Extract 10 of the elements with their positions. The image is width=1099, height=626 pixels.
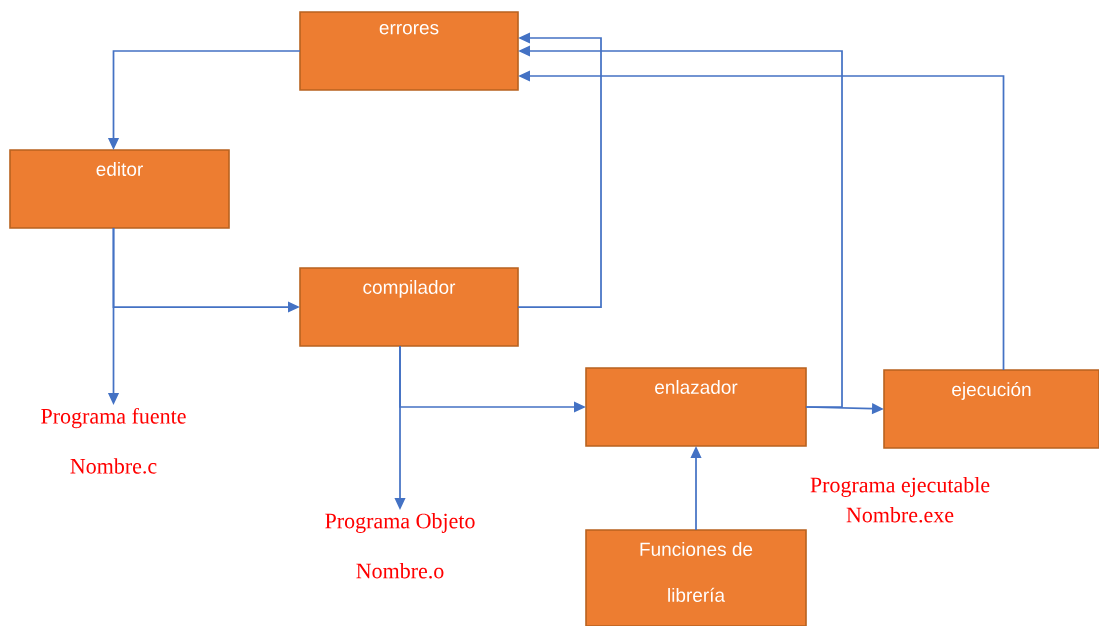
process-box: ejecución (883, 369, 1099, 449)
process-box: Funciones de librería (585, 529, 807, 626)
caption-text: Programa ejecutable Nombre.exe (810, 476, 990, 523)
process-box: compilador (299, 267, 519, 347)
process-box: editor (9, 149, 230, 229)
output-text: Programa fuente Nombre.c (41, 407, 186, 474)
process-box: enlazador (585, 367, 807, 447)
arrow (517, 32, 602, 308)
output-text: Programa Objeto Nombre.o (325, 512, 475, 579)
process-box: errores (299, 11, 519, 91)
